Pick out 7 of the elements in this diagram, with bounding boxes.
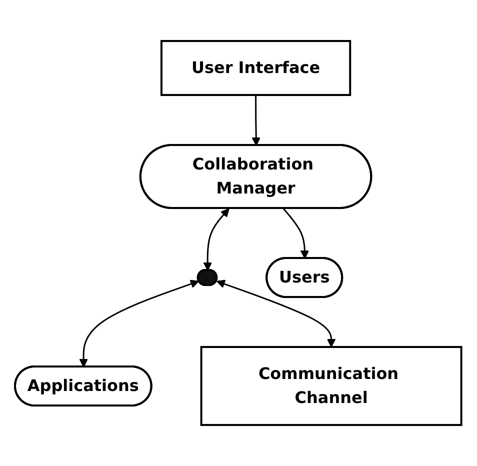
node-box: User Interface bbox=[160, 40, 352, 96]
arrow bbox=[204, 208, 230, 271]
arrow bbox=[252, 95, 261, 146]
node-box: Communication Channel bbox=[200, 346, 463, 426]
arrow bbox=[80, 280, 200, 368]
arrow bbox=[283, 208, 310, 259]
arrow bbox=[216, 280, 336, 348]
